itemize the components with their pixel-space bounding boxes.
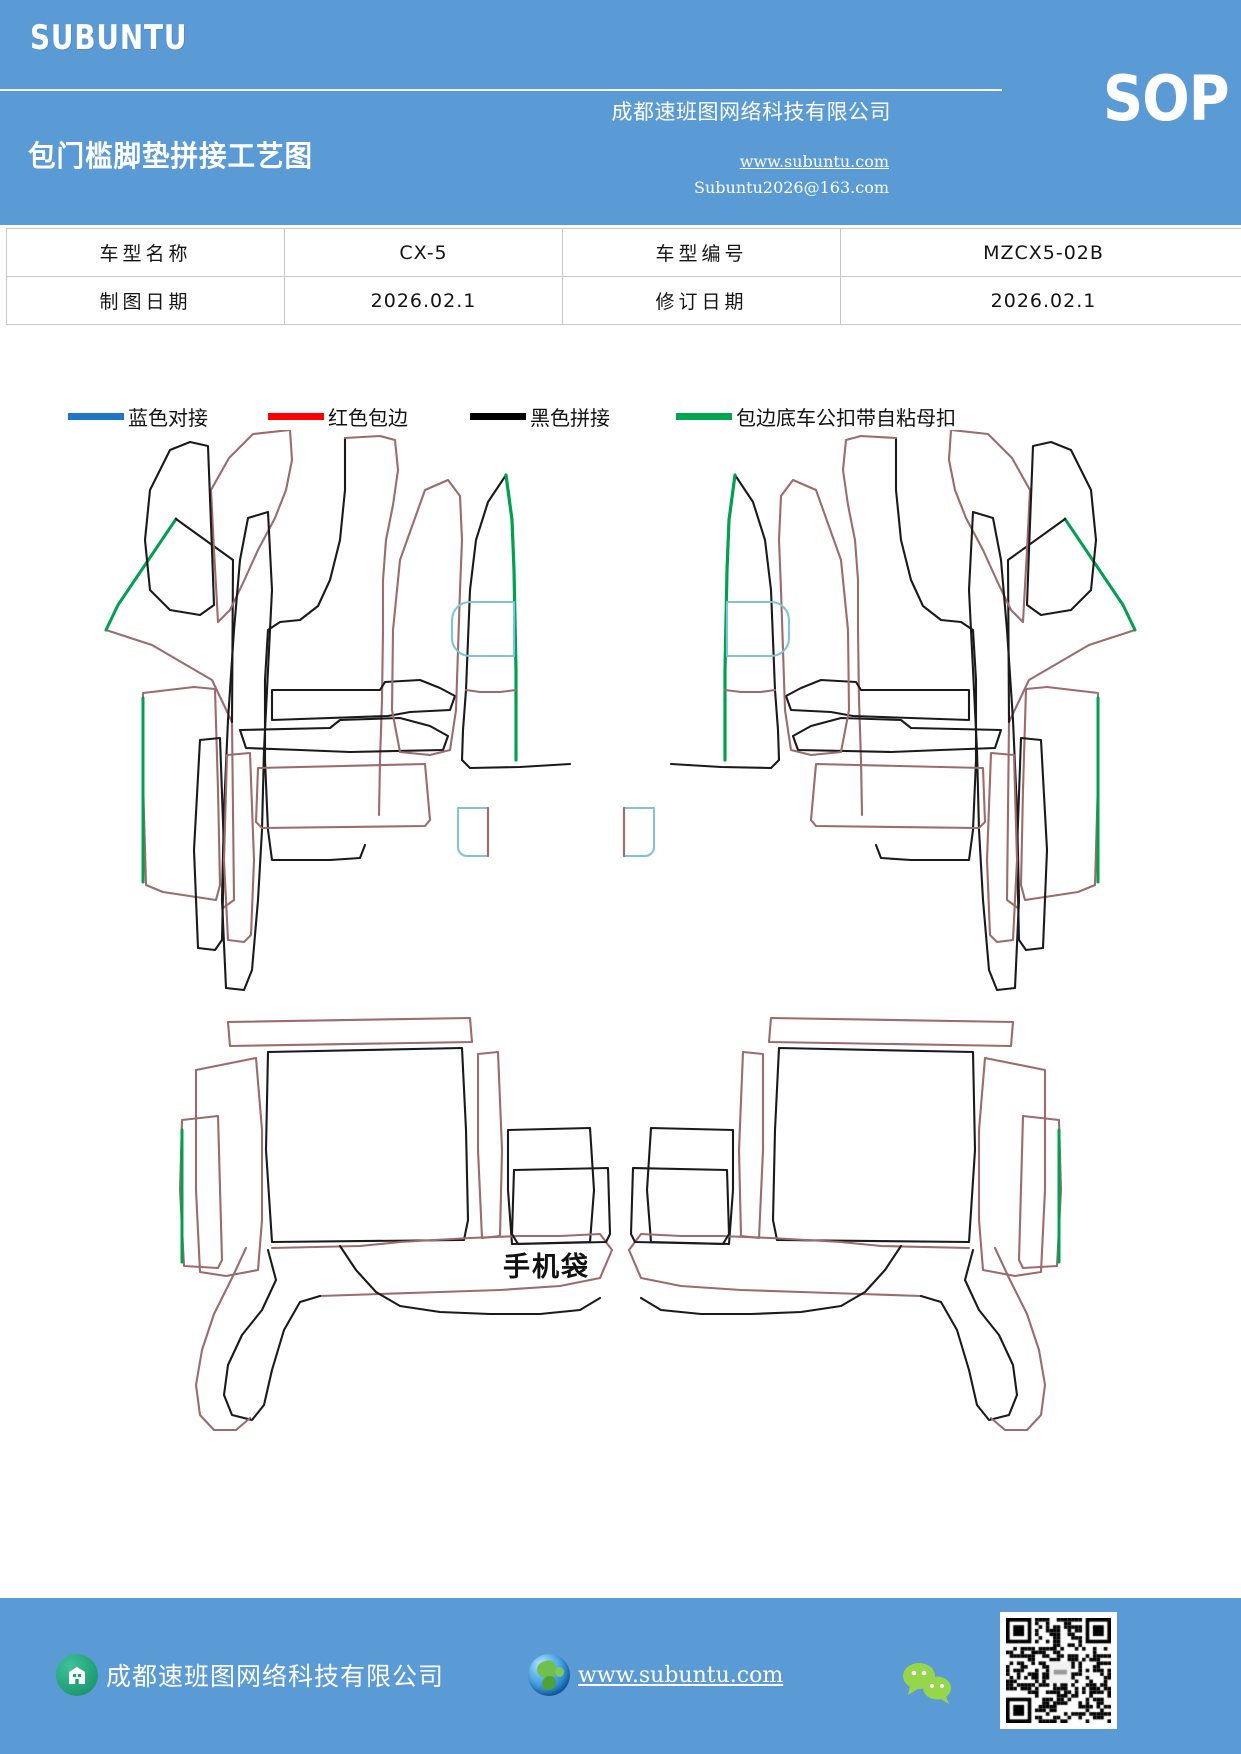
piece-left-tray <box>254 762 432 830</box>
piece-right-crossbar-upper <box>784 678 971 722</box>
header-company-name: 成都速班图网络科技有限公司 <box>611 100 891 124</box>
legend-label-black: 黑色拼接 <box>530 405 610 430</box>
table-row: 制图日期 2026.02.1 修订日期 2026.02.1 <box>6 276 1241 325</box>
table-row: 车型名称 CX-5 车型编号 MZCX5-02B <box>6 228 1241 277</box>
lower-left-divider-b <box>506 1126 596 1246</box>
legend-label-green: 包边底车公扣带自粘母扣 <box>736 405 956 430</box>
piece-left-center-body <box>263 436 367 862</box>
piece-left-upper-mid <box>143 440 216 617</box>
lower-center-mat-right <box>629 1166 731 1246</box>
lower-left-main-mat <box>264 1046 470 1244</box>
cell-revision-date-value: 2026.02.1 <box>840 276 1241 325</box>
legend-item-red-binding: 红色包边 <box>268 396 408 436</box>
piece-right-inner-mat <box>777 478 851 757</box>
piece-right-leg-strip-a <box>1015 736 1049 952</box>
pocket-rounded-right <box>725 600 791 658</box>
piece-left-outer-sill-green-edge <box>104 517 178 632</box>
piece-right-center-body <box>874 436 978 862</box>
legend-label-red: 红色包边 <box>328 405 408 430</box>
piece-center-right-mat-base <box>723 688 777 694</box>
building-icon <box>56 1654 98 1696</box>
lower-left-outer-strip <box>178 1114 224 1270</box>
brand-logo: SUBUNTU <box>30 18 188 58</box>
lower-right-heel-outer <box>989 1246 1047 1432</box>
lower-left-heel-outer <box>194 1246 252 1432</box>
piece-left-crossbar-upper <box>270 678 457 722</box>
legend-item-blue-butt-joint: 蓝色对接 <box>68 396 208 436</box>
lower-center-mat <box>510 1166 612 1246</box>
cell-model-name-label: 车型名称 <box>6 228 285 277</box>
lower-left-divider-a <box>476 1050 504 1240</box>
pocket-phone-right <box>622 806 656 858</box>
legend-swatch-blue <box>68 412 124 420</box>
globe-icon <box>528 1654 570 1696</box>
legend-swatch-green <box>676 412 732 420</box>
piece-center-left-mat-base <box>464 688 518 694</box>
lower-left-top-bar <box>226 1016 474 1048</box>
lower-left-wing <box>338 1244 602 1316</box>
header-email: Subuntu2026@163.com <box>694 178 889 197</box>
piece-right-center-body-left <box>841 434 898 817</box>
piece-left-crossbar-mid <box>238 716 450 754</box>
footer-company-name: 成都速班图网络科技有限公司 <box>106 1664 445 1691</box>
pocket-rounded-left <box>450 600 516 658</box>
footer-company-block: 成都速班图网络科技有限公司 <box>56 1654 444 1696</box>
footer-website-link[interactable]: www.subuntu.com <box>578 1662 784 1688</box>
piece-right-crossbar-mid <box>791 716 1003 754</box>
piece-left-leg-strip-b <box>222 751 256 944</box>
piece-left-strip <box>141 685 222 902</box>
header-website-link[interactable]: www.subuntu.com <box>739 152 889 171</box>
lower-right-heel <box>919 1248 1019 1422</box>
qr-code <box>1000 1612 1117 1729</box>
lower-right-wing <box>639 1244 903 1316</box>
lower-left-outer-panel <box>194 1056 264 1278</box>
lower-right-divider-b <box>645 1126 735 1246</box>
footer-website-block[interactable]: www.subuntu.com <box>528 1654 783 1696</box>
wechat-icon <box>900 1660 956 1706</box>
pattern-drawing-area: 手机袋 <box>0 430 1241 1590</box>
piece-left-leg-strip-a <box>192 736 226 952</box>
lower-pattern-group <box>178 1016 1063 1432</box>
sop-badge: SOP <box>1103 62 1230 135</box>
piece-left-angled-panel <box>209 430 294 624</box>
cell-draw-date-label: 制图日期 <box>6 276 285 325</box>
cell-draw-date-value: 2026.02.1 <box>284 276 563 325</box>
lower-right-top-bar <box>767 1016 1015 1048</box>
document-header: SUBUNTU 包门槛脚垫拼接工艺图 成都速班图网络科技有限公司 www.sub… <box>0 0 1241 225</box>
piece-right-angled-panel <box>947 430 1032 624</box>
piece-right-upper-mid <box>1025 440 1098 617</box>
legend-item-black-splice: 黑色拼接 <box>470 396 610 436</box>
piece-right-trunk <box>967 510 1021 992</box>
floor-mat-pattern-svg <box>104 430 1137 1432</box>
piece-right-tray <box>809 762 987 830</box>
legend: 蓝色对接 红色包边 黑色拼接 包边底车公扣带自粘母扣 <box>0 396 1241 436</box>
header-divider <box>0 89 1002 91</box>
lower-left-heel <box>222 1248 322 1422</box>
legend-swatch-red <box>268 412 324 420</box>
legend-item-green-hook-loop: 包边底车公扣带自粘母扣 <box>676 396 956 436</box>
piece-right-outer-sill-black-edge <box>1006 517 1067 724</box>
lower-right-outer-panel <box>977 1056 1047 1278</box>
piece-right-outer-sill-green-edge <box>1063 517 1137 632</box>
piece-left-inner-mat <box>390 478 464 757</box>
cell-revision-date-label: 修订日期 <box>562 276 841 325</box>
lower-right-main-mat <box>771 1046 977 1244</box>
page-title: 包门槛脚垫拼接工艺图 <box>28 139 314 173</box>
lower-right-outer-strip <box>1017 1114 1063 1270</box>
piece-left-trunk <box>220 510 274 992</box>
lower-right-divider-a <box>737 1050 765 1240</box>
vehicle-info-table: 车型名称 CX-5 车型编号 MZCX5-02B 制图日期 2026.02.1 … <box>6 228 1241 325</box>
cell-model-code-value: MZCX5-02B <box>840 228 1241 277</box>
upper-pattern-group <box>104 430 1137 992</box>
legend-swatch-black <box>470 412 526 420</box>
piece-right-strip <box>1019 685 1100 902</box>
piece-left-center-body-right <box>343 434 400 817</box>
piece-left-outer-sill-black-edge <box>174 517 235 724</box>
pocket-phone-left <box>456 806 490 858</box>
piece-right-leg-strip-b <box>985 751 1019 944</box>
legend-label-blue: 蓝色对接 <box>128 405 208 430</box>
cell-model-name-value: CX-5 <box>284 228 563 277</box>
cell-model-code-label: 车型编号 <box>562 228 841 277</box>
phone-pocket-label: 手机袋 <box>503 1252 590 1283</box>
